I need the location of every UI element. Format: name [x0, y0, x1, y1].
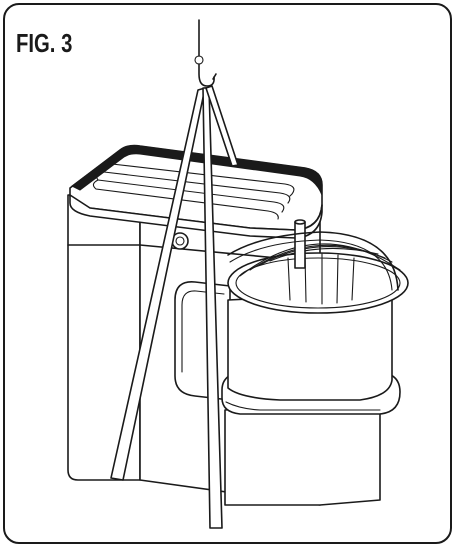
- mixing-bowl: [221, 219, 409, 506]
- lifting-hook: [194, 19, 217, 87]
- figure-label: FIG. 3: [16, 28, 73, 58]
- lifting-straps: [110, 85, 239, 529]
